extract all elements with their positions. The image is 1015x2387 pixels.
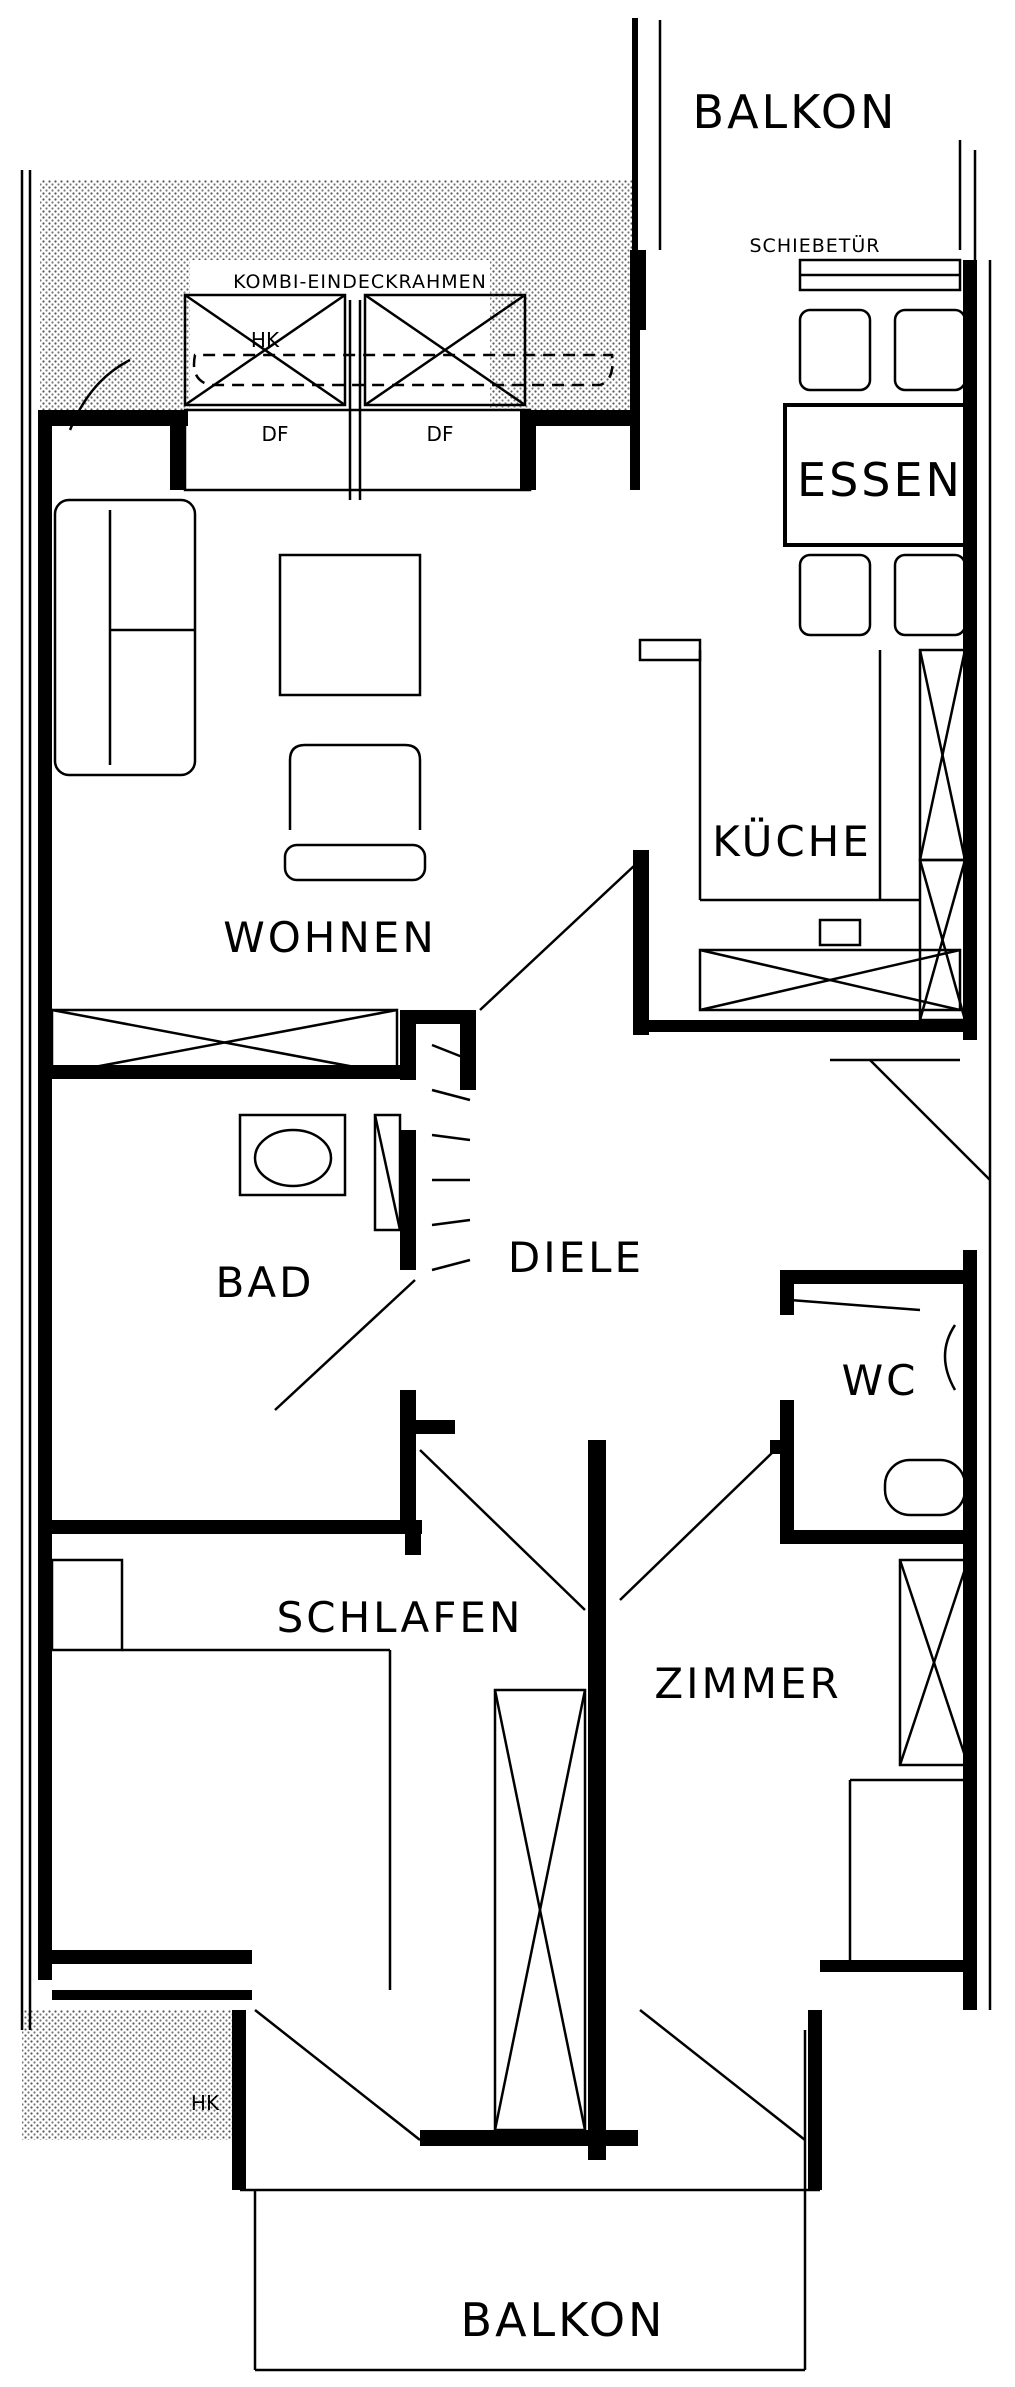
closets	[50, 648, 970, 2132]
balcony-top-outline	[632, 18, 977, 260]
sliding-door-top	[798, 258, 962, 292]
door-swings	[254, 864, 991, 2141]
exterior-walls	[20, 170, 992, 2030]
roof-hatch-top	[40, 180, 635, 410]
room-label-schlafen: SCHLAFEN	[277, 1593, 524, 1642]
interior-walls	[52, 850, 970, 2160]
annotation-hk-top: HK	[251, 328, 280, 352]
annotation-hk-bottom: HK	[191, 2091, 220, 2115]
kitchen-counter	[638, 638, 920, 947]
room-label-kueche: KÜCHE	[712, 816, 872, 866]
room-label-balkon-top: BALKON	[693, 85, 898, 139]
room-label-essen: ESSEN	[797, 453, 963, 507]
annotation-schiebetuer: SCHIEBETÜR	[750, 234, 881, 257]
skylight-frames	[68, 293, 614, 500]
armchair	[283, 743, 427, 882]
room-label-zimmer: ZIMMER	[654, 1659, 841, 1708]
room-label-wc: WC	[842, 1356, 919, 1405]
room-label-bad: BAD	[216, 1258, 315, 1307]
toilet	[883, 1324, 967, 1517]
sofa	[53, 498, 197, 777]
balcony-bottom-outline	[232, 1778, 970, 2372]
staircase	[431, 1043, 471, 1272]
annotation-df-right: DF	[427, 422, 454, 446]
washbasin	[238, 1113, 347, 1197]
dining-table	[783, 308, 977, 637]
roof-hatch-bottom	[22, 2010, 232, 2140]
annotation-kombi-eindeckrahmen: KOMBI-EINDECKRAHMEN	[233, 271, 487, 293]
room-label-wohnen: WOHNEN	[223, 913, 437, 962]
bed	[50, 1558, 392, 1990]
shower-cabinet	[373, 1113, 402, 1232]
room-label-diele: DIELE	[508, 1233, 644, 1282]
room-label-balkon-bottom: BALKON	[461, 2293, 666, 2347]
coffee-table	[278, 553, 422, 697]
annotation-df-left: DF	[262, 422, 289, 446]
